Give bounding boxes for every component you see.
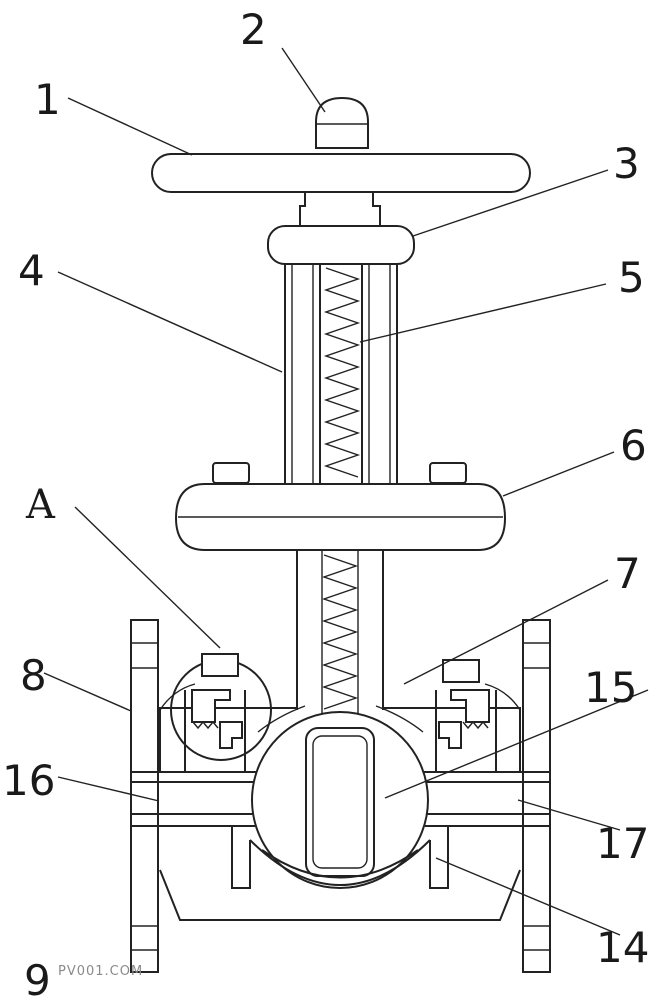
upper-spring (323, 267, 361, 478)
lower-spring (321, 554, 359, 710)
cap-knob (315, 96, 369, 149)
label-1: 1 (34, 75, 61, 124)
bolt-right (429, 462, 467, 484)
bolt-left (212, 462, 250, 484)
yoke-nut (267, 225, 415, 265)
leader-lines (43, 47, 649, 936)
left-flange (130, 619, 159, 973)
ball-seats (257, 705, 424, 733)
ball-plug (251, 711, 429, 889)
bonnet-flange (174, 462, 507, 551)
ball-bore (305, 727, 375, 877)
valve-body-top (159, 683, 521, 772)
handwheel-assembly (151, 96, 531, 193)
yoke-columns (284, 264, 398, 484)
label-a: A (25, 482, 56, 528)
lower-stem (296, 550, 384, 715)
label-14: 14 (596, 923, 649, 972)
callout-labels: 1 2 3 4 5 6 A 7 8 15 16 17 14 9 (2, 5, 649, 1000)
bottom-cradle (159, 826, 521, 921)
label-6: 6 (620, 421, 647, 470)
label-16: 16 (2, 756, 55, 805)
label-7: 7 (614, 549, 641, 598)
label-9: 9 (24, 956, 51, 1000)
handwheel (151, 153, 531, 193)
watermark-text: PV001.COM (58, 964, 143, 979)
right-locking-mechanism (435, 659, 497, 772)
label-5: 5 (618, 253, 645, 302)
label-8: 8 (20, 651, 47, 700)
label-3: 3 (613, 139, 640, 188)
spring-right (462, 720, 489, 730)
detail-a-mechanism (170, 653, 272, 772)
label-17: 17 (596, 819, 649, 868)
stem-block (267, 191, 415, 265)
label-15: 15 (584, 663, 637, 712)
right-flange (522, 619, 551, 973)
label-4: 4 (18, 246, 45, 295)
spring-left (192, 720, 219, 730)
label-2: 2 (240, 5, 267, 54)
